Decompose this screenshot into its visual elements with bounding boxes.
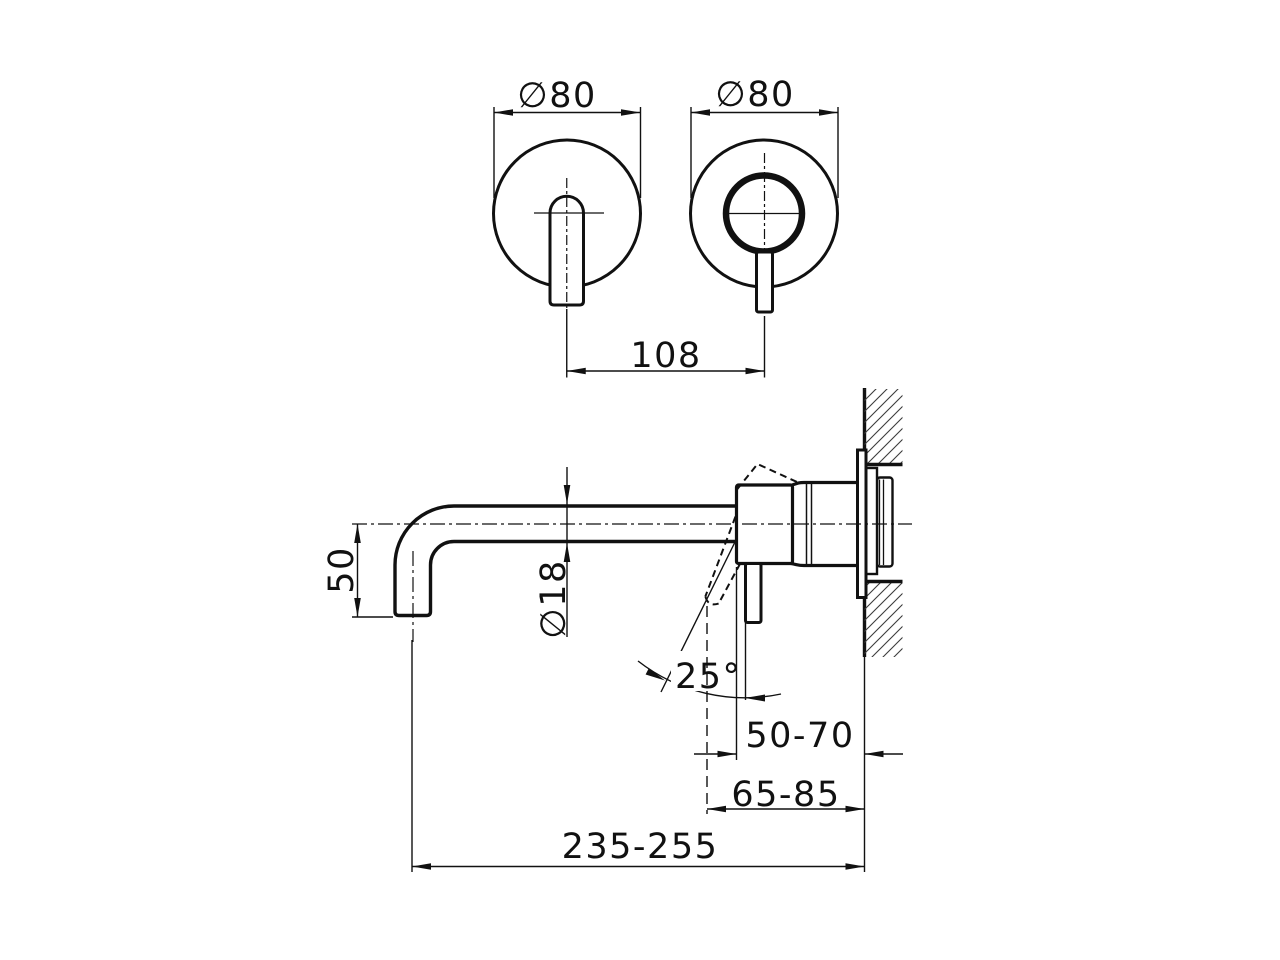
front-view bbox=[492, 138, 839, 314]
diameter-symbol: ∅ bbox=[534, 607, 574, 639]
arrowhead bbox=[819, 109, 838, 116]
arrowhead bbox=[691, 109, 710, 116]
dimension-label: 50-70 bbox=[745, 716, 854, 756]
dimension-label: 50 bbox=[322, 546, 362, 594]
spout-outline bbox=[393, 504, 737, 618]
diameter-symbol: ∅ bbox=[715, 75, 747, 115]
in-wall-body bbox=[864, 466, 894, 576]
arrowhead bbox=[354, 524, 361, 543]
phantom-handle-tip-cap bbox=[704, 596, 719, 606]
arrowhead bbox=[745, 367, 765, 375]
dimension-center-spacing: 108 bbox=[566, 309, 766, 378]
handle-phantom-position bbox=[704, 462, 798, 606]
dimension-label: ∅18 bbox=[534, 559, 574, 639]
arrowhead bbox=[354, 598, 361, 617]
arrowhead bbox=[494, 109, 513, 116]
side-view bbox=[393, 388, 903, 657]
arrowhead bbox=[707, 805, 726, 813]
wall-section bbox=[862, 388, 903, 657]
handle-stem bbox=[744, 562, 763, 624]
arrowhead bbox=[645, 668, 665, 681]
dimension-handle-swing-angle: 25° bbox=[637, 537, 782, 702]
dimension-label: ∅80 bbox=[517, 76, 597, 116]
arrowhead bbox=[412, 863, 431, 870]
phantom-handle-top bbox=[736, 462, 798, 491]
side-view-dimensions: 50 ∅18 25° 50-70 bbox=[322, 467, 912, 872]
front-view-dimensions: ∅80 ∅80 108 bbox=[493, 75, 839, 378]
phantom-handle-edge bbox=[717, 563, 742, 605]
value: 18 bbox=[534, 559, 574, 607]
dimension-plate-right-diameter: ∅80 bbox=[690, 75, 839, 198]
value: 80 bbox=[549, 76, 597, 116]
label-background bbox=[671, 651, 741, 691]
degree-symbol: ° bbox=[723, 657, 742, 697]
arrowhead bbox=[745, 694, 765, 702]
dimension-label: 235-255 bbox=[562, 827, 719, 867]
wall-hatch-upper bbox=[864, 389, 903, 465]
dimension-plate-left-diameter: ∅80 bbox=[493, 76, 642, 198]
arrowhead bbox=[621, 109, 640, 116]
dimension-label: 25° bbox=[675, 657, 742, 697]
value: 25 bbox=[675, 657, 723, 697]
dimension-spout-reach: 235-255 bbox=[411, 640, 865, 872]
right-handle-stem bbox=[755, 250, 774, 314]
dimension-body-to-wall: 50-70 bbox=[694, 567, 903, 760]
arrowhead bbox=[717, 750, 737, 758]
arrowhead bbox=[845, 863, 865, 870]
phantom-handle-edge bbox=[704, 516, 737, 597]
value: 80 bbox=[747, 75, 795, 115]
dimension-handle-to-wall: 65-85 bbox=[706, 606, 865, 815]
arrowhead bbox=[566, 367, 586, 375]
dimension-spout-drop: 50 bbox=[322, 524, 393, 618]
arrowhead bbox=[864, 750, 884, 758]
dimension-spout-diameter: ∅18 bbox=[534, 467, 574, 639]
wall-hatch-lower bbox=[864, 581, 903, 657]
arrowhead bbox=[563, 543, 571, 562]
arrowhead bbox=[845, 805, 865, 813]
in-wall-step-inner bbox=[864, 466, 879, 576]
dimension-label: 65-85 bbox=[731, 775, 840, 815]
arrowhead bbox=[563, 485, 571, 504]
dimension-label: ∅80 bbox=[715, 75, 795, 115]
dimension-label: 108 bbox=[630, 336, 701, 376]
diameter-symbol: ∅ bbox=[517, 76, 549, 116]
